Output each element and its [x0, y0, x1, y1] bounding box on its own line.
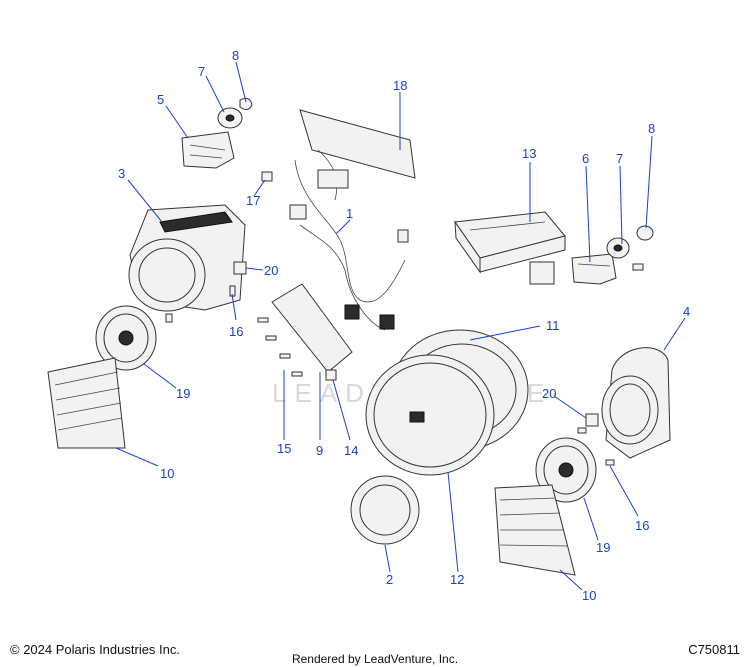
- callout-3[interactable]: 3: [118, 166, 125, 181]
- callout-4[interactable]: 4: [683, 304, 690, 319]
- rendered-by-text: Rendered by LeadVenture, Inc.: [291, 652, 459, 666]
- part-19-speaker-left[interactable]: [95, 305, 157, 371]
- part-14-clip[interactable]: [325, 369, 337, 381]
- callout-6[interactable]: 6: [582, 151, 589, 166]
- part-20-clip-right[interactable]: [585, 413, 599, 427]
- callout-labels: 8 7 5 18 13 6 7 8 3 17 1 20 16 11 4 19 2…: [118, 48, 690, 603]
- part-17-fastener[interactable]: [261, 171, 273, 182]
- part-15-bolts[interactable]: [257, 317, 303, 377]
- callout-7-right[interactable]: 7: [616, 151, 623, 166]
- callout-16-right[interactable]: 16: [635, 518, 649, 533]
- callout-12[interactable]: 12: [450, 572, 464, 587]
- part-2-woofer[interactable]: [350, 475, 420, 545]
- callout-13[interactable]: 13: [522, 146, 536, 161]
- callout-20-right[interactable]: 20: [542, 386, 556, 401]
- callout-14[interactable]: 14: [344, 443, 358, 458]
- callout-7-left[interactable]: 7: [198, 64, 205, 79]
- part-12-subwoofer-grille[interactable]: [365, 354, 495, 476]
- callout-8-left[interactable]: 8: [232, 48, 239, 63]
- part-7-tweeter-right[interactable]: [606, 237, 630, 259]
- copyright-text: © 2024 Polaris Industries Inc.: [10, 642, 180, 657]
- part-7-tweeter-left[interactable]: [217, 107, 243, 129]
- part-1-wiring-harness[interactable]: [289, 149, 409, 331]
- callout-17[interactable]: 17: [246, 193, 260, 208]
- callout-18[interactable]: 18: [393, 78, 407, 93]
- callout-2[interactable]: 2: [386, 572, 393, 587]
- part-8-connector-right[interactable]: [632, 225, 654, 271]
- callout-19-right[interactable]: 19: [596, 540, 610, 555]
- callout-19-left[interactable]: 19: [176, 386, 190, 401]
- part-4-speaker-pod-right[interactable]: [601, 347, 671, 459]
- part-16-screw-right[interactable]: [577, 427, 615, 466]
- part-10-grille-left[interactable]: [47, 357, 126, 449]
- callout-11[interactable]: 11: [546, 318, 560, 333]
- callout-16-left[interactable]: 16: [229, 324, 243, 339]
- part-10-grille-right[interactable]: [494, 484, 576, 576]
- callout-5[interactable]: 5: [157, 92, 164, 107]
- callout-1[interactable]: 1: [346, 206, 353, 221]
- callout-15[interactable]: 15: [277, 441, 291, 456]
- part-5-bracket-left[interactable]: [181, 131, 235, 169]
- callout-10-right[interactable]: 10: [582, 588, 596, 603]
- callout-20-left[interactable]: 20: [264, 263, 278, 278]
- part-20-clip-left[interactable]: [233, 261, 247, 275]
- diagram-id: C750811: [688, 642, 740, 657]
- callout-9[interactable]: 9: [316, 443, 323, 458]
- part-6-bracket-right[interactable]: [571, 253, 617, 285]
- callout-8-right[interactable]: 8: [648, 121, 655, 136]
- part-13-amplifier[interactable]: [454, 211, 566, 285]
- part-3-speaker-pod-left[interactable]: [128, 204, 246, 312]
- part-16-screw-left[interactable]: [165, 285, 236, 323]
- leader-lines: [115, 61, 686, 591]
- part-9-plate[interactable]: [271, 283, 353, 373]
- part-18-plate[interactable]: [299, 109, 416, 179]
- callout-10-left[interactable]: 10: [160, 466, 174, 481]
